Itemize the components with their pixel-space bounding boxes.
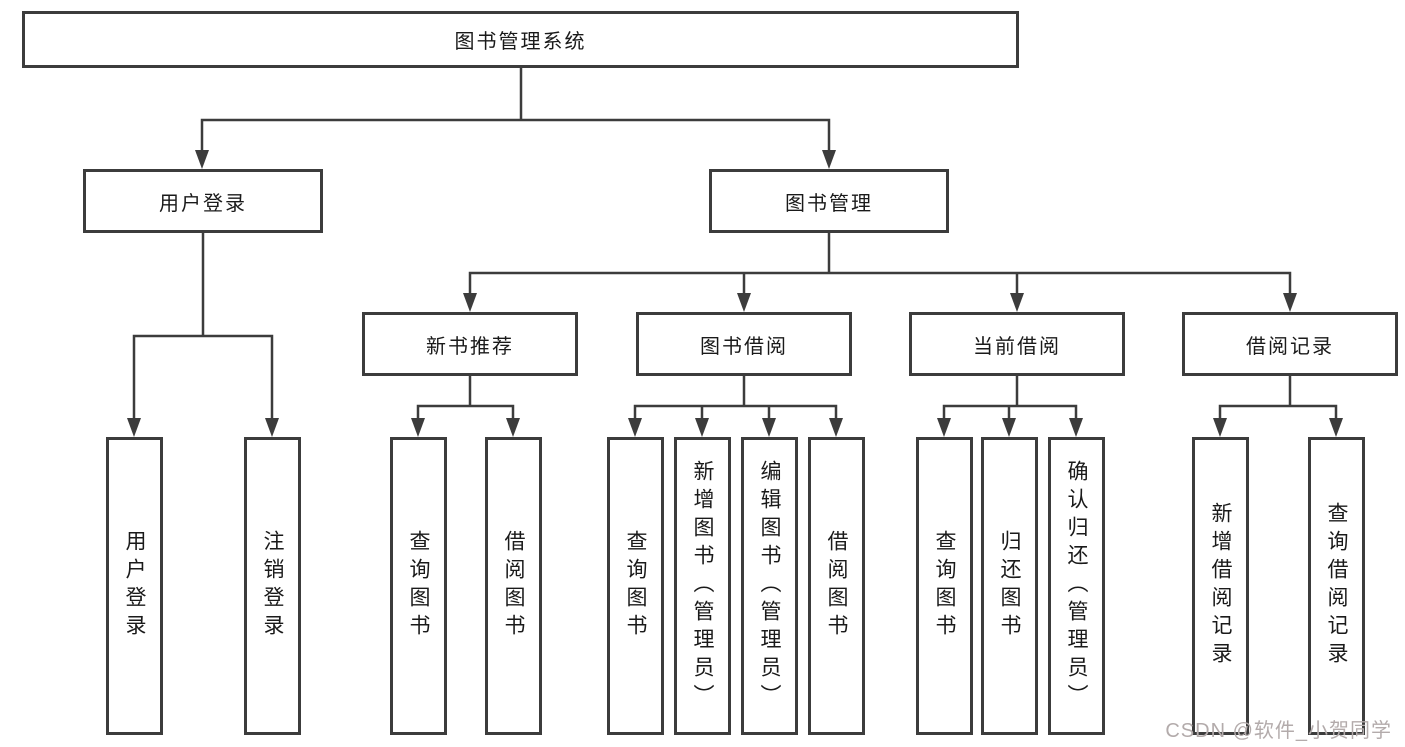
leaf-cb-query-books: 查询图书 [916, 437, 973, 735]
arrow-down-icon [1283, 293, 1297, 312]
leaf-user-login-label: 用户登录 [123, 530, 146, 642]
connector-root-to-level2 [200, 66, 831, 156]
arrow-down-icon [628, 418, 642, 437]
leaf-logout-label: 注销登录 [261, 530, 284, 642]
connector-new-books-to-leaves [416, 374, 515, 424]
arrow-down-icon [265, 418, 279, 437]
arrow-down-icon [695, 418, 709, 437]
leaf-nb-query-books-label: 查询图书 [407, 530, 430, 642]
arrow-down-icon [937, 418, 951, 437]
leaf-user-login: 用户登录 [106, 437, 163, 735]
arrow-down-icon [822, 150, 836, 169]
leaf-bb-query-books: 查询图书 [607, 437, 664, 735]
arrow-down-icon [506, 418, 520, 437]
arrow-down-icon [1329, 418, 1343, 437]
csdn-watermark: CSDN @软件_小贺同学 [1165, 720, 1392, 742]
leaf-bb-add-books-admin: 新增图书（管理员） [674, 437, 731, 735]
leaf-br-query-record-label: 查询借阅记录 [1325, 502, 1348, 670]
leaf-cb-query-books-label: 查询图书 [933, 530, 956, 642]
arrow-down-icon [1010, 293, 1024, 312]
node-new-book-recommend: 新书推荐 [362, 312, 578, 376]
connector-records-to-leaves [1218, 374, 1338, 424]
leaf-cb-return-books-label: 归还图书 [998, 530, 1021, 642]
leaf-br-query-record: 查询借阅记录 [1308, 437, 1365, 735]
leaf-bb-borrow-books-label: 借阅图书 [825, 530, 848, 642]
node-root-system: 图书管理系统 [22, 11, 1019, 68]
arrow-down-icon [463, 293, 477, 312]
arrow-down-icon [829, 418, 843, 437]
leaf-nb-borrow-books: 借阅图书 [485, 437, 542, 735]
arrow-down-icon [1213, 418, 1227, 437]
leaf-nb-query-books: 查询图书 [390, 437, 447, 735]
leaf-bb-edit-books-admin-label: 编辑图书（管理员） [758, 460, 781, 712]
arrow-down-icon [737, 293, 751, 312]
node-book-borrow: 图书借阅 [636, 312, 852, 376]
leaf-logout: 注销登录 [244, 437, 301, 735]
leaf-br-add-record-label: 新增借阅记录 [1209, 502, 1232, 670]
leaf-cb-confirm-return-admin: 确认归还（管理员） [1048, 437, 1105, 735]
connector-group [132, 66, 1338, 424]
node-current-borrow: 当前借阅 [909, 312, 1125, 376]
connector-current-borrow-to-leaves [942, 374, 1078, 424]
connector-book-borrow-to-leaves [633, 374, 838, 424]
arrow-down-icon [762, 418, 776, 437]
arrow-down-icon [1002, 418, 1016, 437]
leaf-bb-edit-books-admin: 编辑图书（管理员） [741, 437, 798, 735]
arrow-down-icon [411, 418, 425, 437]
arrow-down-icon [195, 150, 209, 169]
node-user-login: 用户登录 [83, 169, 323, 233]
connector-user-login-to-leaves [132, 231, 274, 424]
leaf-bb-add-books-admin-label: 新增图书（管理员） [691, 460, 714, 712]
arrow-down-icon [127, 418, 141, 437]
leaf-bb-query-books-label: 查询图书 [624, 530, 647, 642]
leaf-cb-confirm-return-admin-label: 确认归还（管理员） [1065, 460, 1088, 712]
connector-book-mgmt-to-level3 [468, 231, 1292, 299]
leaf-bb-borrow-books: 借阅图书 [808, 437, 865, 735]
leaf-nb-borrow-books-label: 借阅图书 [502, 530, 525, 642]
leaf-cb-return-books: 归还图书 [981, 437, 1038, 735]
arrow-down-icon [1069, 418, 1083, 437]
arrowheads [127, 150, 1343, 437]
node-book-management: 图书管理 [709, 169, 949, 233]
leaf-br-add-record: 新增借阅记录 [1192, 437, 1249, 735]
node-borrow-records: 借阅记录 [1182, 312, 1398, 376]
